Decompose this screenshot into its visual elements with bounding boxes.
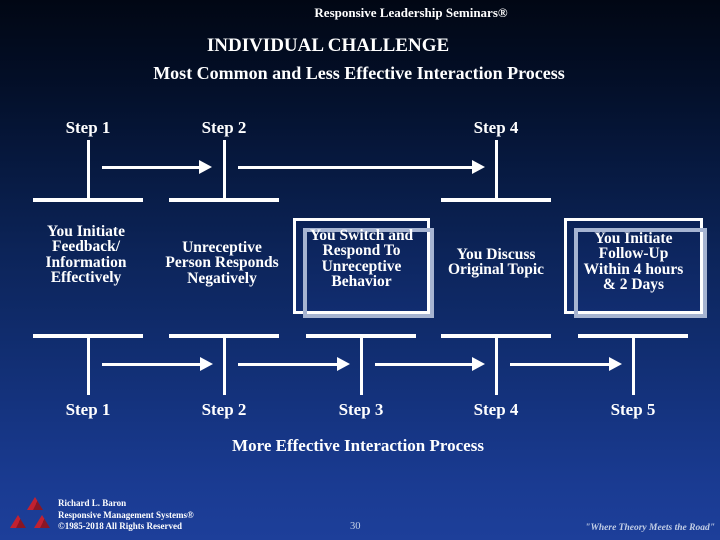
timeline-bar-icon xyxy=(578,334,688,338)
logo-triangle-icon xyxy=(34,515,50,528)
timeline-bar-icon xyxy=(306,334,416,338)
bottom-step-label-5: Step 5 xyxy=(610,400,656,419)
bottom-step-label-4: Step 4 xyxy=(473,400,519,419)
timeline-tick-icon xyxy=(494,140,498,198)
timeline-tick-icon xyxy=(359,338,363,395)
timeline-bar-icon xyxy=(441,198,551,202)
flow-arrow-icon xyxy=(102,160,212,174)
timeline-bar-icon xyxy=(169,334,279,338)
timeline-tick-icon xyxy=(494,338,498,395)
flow-arrow-icon xyxy=(510,357,622,371)
logo-triangle-icon xyxy=(27,497,43,510)
timeline-tick-icon xyxy=(222,338,226,395)
flow-arrow-icon xyxy=(238,160,485,174)
stage-box-3: You Switch and Respond To Unreceptive Be… xyxy=(293,218,434,318)
slide-subtitle: Most Common and Less Effective Interacti… xyxy=(153,63,565,83)
timeline-tick-icon xyxy=(86,140,90,198)
top-step-label-2: Step 2 xyxy=(201,118,247,137)
stage-text-2: Unreceptive Person Responds Negatively xyxy=(165,239,279,287)
stage-text-5: You Initiate Follow-Up Within 4 hours & … xyxy=(583,230,684,294)
timeline-bar-icon xyxy=(169,198,279,202)
stage-text-4: You Discuss Original Topic xyxy=(447,246,545,279)
footer-author: Richard L. Baron xyxy=(58,498,127,508)
brand-text: Responsive Leadership Seminars® xyxy=(314,5,508,20)
timeline-bar-icon xyxy=(33,334,143,338)
bottom-step-label-3: Step 3 xyxy=(338,400,384,419)
footer-rights: ©1985-2018 All Rights Reserved xyxy=(58,521,182,532)
bottom-step-label-2: Step 2 xyxy=(201,400,247,419)
logo-triangle-icon xyxy=(10,515,26,528)
top-step-label-1: Step 1 xyxy=(65,118,111,137)
footer-company: Responsive Management Systems® xyxy=(58,509,194,520)
slide-title: INDIVIDUAL CHALLENGE xyxy=(206,35,450,56)
bottom-caption: More Effective Interaction Process xyxy=(232,436,484,455)
timeline-tick-icon xyxy=(631,338,635,395)
timeline-bar-icon xyxy=(33,198,143,202)
top-step-label-4: Step 4 xyxy=(473,118,519,137)
timeline-bar-icon xyxy=(441,334,551,338)
flow-arrow-icon xyxy=(375,357,485,371)
timeline-tick-icon xyxy=(222,140,226,198)
flow-arrow-icon xyxy=(238,357,350,371)
bottom-step-label-1: Step 1 xyxy=(65,400,111,419)
tagline-text: "Where Theory Meets the Road" xyxy=(585,523,715,533)
flow-arrow-icon xyxy=(102,357,213,371)
timeline-tick-icon xyxy=(86,338,90,395)
stage-text-1: You Initiate Feedback/ Information Effec… xyxy=(45,223,127,287)
stage-text-3: You Switch and Respond To Unreceptive Be… xyxy=(309,227,414,291)
footer-credits: Richard L. Baron Responsive Management S… xyxy=(58,498,194,533)
page-number: 30 xyxy=(350,521,361,532)
stage-box-5: You Initiate Follow-Up Within 4 hours & … xyxy=(564,218,707,318)
